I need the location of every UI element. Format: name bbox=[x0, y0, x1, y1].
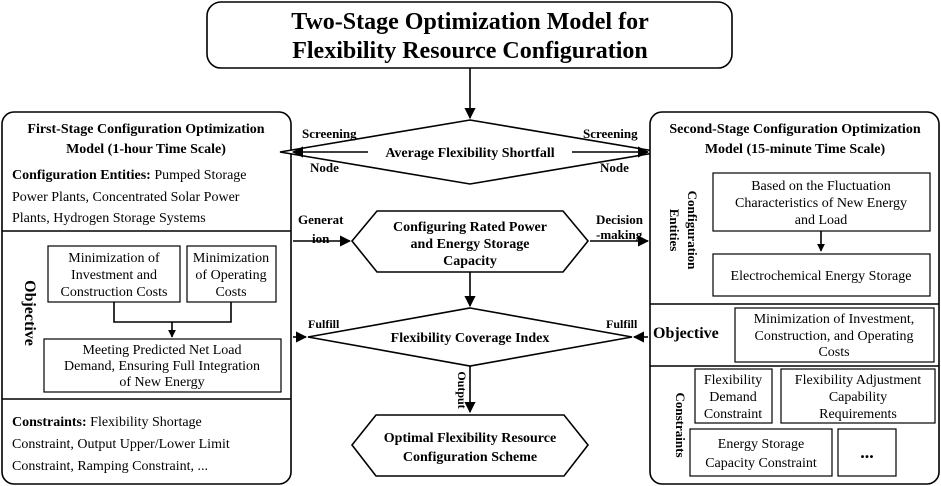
right-obj-box bbox=[734, 307, 935, 363]
left-objective-label: Objective bbox=[21, 280, 38, 346]
right-obj-1: Minimization of Investment, bbox=[754, 312, 915, 327]
left-obj-box-a bbox=[47, 245, 181, 303]
screening-right-label: Screening bbox=[583, 126, 638, 141]
scheme-text-2: Configuration Scheme bbox=[403, 450, 537, 465]
screening-left-label: Screening bbox=[302, 126, 357, 141]
left-constraints-line-1: Constraints: Flexibility Shortage bbox=[12, 415, 202, 430]
right-c4-box bbox=[837, 428, 897, 477]
left-heading-2: Model (1-hour Time Scale) bbox=[66, 142, 226, 157]
left-constraints-line-3: Constraint, Ramping Constraint, ... bbox=[12, 459, 208, 474]
left-obj-c-2: Demand, Ensuring Full Integration bbox=[64, 359, 260, 374]
right-fluct-2: Characteristics of New Energy bbox=[735, 196, 907, 211]
left-obj-box-c bbox=[43, 338, 282, 393]
right-c3-2: Capacity Constraint bbox=[705, 456, 817, 471]
right-c2-box bbox=[780, 368, 936, 424]
coverage-text: Flexibility Coverage Index bbox=[391, 331, 550, 346]
generation-label-2: ion bbox=[312, 231, 330, 246]
right-c2-1: Flexibility Adjustment bbox=[795, 373, 922, 388]
right-c1-1: Flexibility bbox=[704, 373, 762, 388]
right-heading-1: Second-Stage Configuration Optimization bbox=[669, 122, 920, 137]
right-fluct-3: and Load bbox=[795, 213, 847, 228]
output-label: Output bbox=[455, 371, 469, 408]
left-obj-a-2: Investment and bbox=[71, 268, 157, 283]
left-heading-1: First-Stage Configuration Optimization bbox=[27, 122, 264, 137]
configure-text-2: and Energy Storage bbox=[411, 237, 530, 252]
right-entities-vertical-1: Configuration bbox=[685, 191, 700, 271]
left-entities-line-3: Plants, Hydrogen Storage Systems bbox=[12, 211, 206, 226]
right-entities-vertical-2: Entities bbox=[667, 209, 682, 252]
fulfill-right-label: Fulfill bbox=[606, 317, 638, 331]
right-c1-2: Demand bbox=[709, 390, 756, 405]
title-line-1: Two-Stage Optimization Model for bbox=[291, 9, 649, 35]
left-obj-c-1: Meeting Predicted Net Load bbox=[82, 343, 241, 358]
right-constraints-vertical: Constraints bbox=[673, 392, 688, 457]
fulfill-left-label: Fulfill bbox=[308, 317, 340, 331]
configure-hexagon bbox=[350, 210, 590, 273]
left-obj-b-1: Minimization bbox=[193, 251, 269, 266]
right-c2-3: Requirements bbox=[819, 407, 897, 422]
left-entities-line-2: Power Plants, Concentrated Solar Power bbox=[12, 190, 240, 205]
right-c2-2: Capability bbox=[829, 390, 887, 405]
right-c4-ellipsis: ... bbox=[860, 442, 874, 462]
node-right-label: Node bbox=[600, 160, 629, 175]
right-objective-label: Objective bbox=[653, 325, 719, 342]
shortfall-text: Average Flexibility Shortfall bbox=[385, 146, 554, 161]
shortfall-diamond bbox=[279, 119, 661, 185]
right-obj-2: Construction, and Operating bbox=[754, 329, 913, 344]
decision-label-1: Decision bbox=[596, 212, 644, 227]
right-obj-3: Costs bbox=[818, 345, 849, 360]
right-c1-3: Constraint bbox=[704, 407, 762, 422]
right-fluct-1: Based on the Fluctuation bbox=[751, 179, 891, 194]
right-c3-1: Energy Storage bbox=[718, 437, 804, 452]
right-electro-text: Electrochemical Energy Storage bbox=[731, 269, 912, 284]
node-left-label: Node bbox=[310, 160, 339, 175]
scheme-hexagon bbox=[350, 414, 590, 477]
configure-text-1: Configuring Rated Power bbox=[393, 220, 547, 235]
title-line-2: Flexibility Resource Configuration bbox=[292, 38, 648, 64]
decision-label-2: -making bbox=[596, 227, 643, 242]
left-obj-b-3: Costs bbox=[215, 285, 246, 300]
configure-text-3: Capacity bbox=[443, 254, 497, 269]
right-panel bbox=[649, 111, 940, 485]
right-c1-box bbox=[694, 368, 773, 424]
generation-label-1: Generat bbox=[298, 212, 344, 227]
left-obj-a-1: Minimization of bbox=[68, 251, 160, 266]
left-constraints-line-2: Constraint, Output Upper/Lower Limit bbox=[12, 437, 230, 452]
left-obj-c-3: of New Energy bbox=[119, 375, 204, 390]
right-heading-2: Model (15-minute Time Scale) bbox=[705, 142, 886, 157]
scheme-text-1: Optimal Flexibility Resource bbox=[384, 431, 556, 446]
left-obj-b-2: of Operating bbox=[195, 268, 266, 283]
left-obj-a-3: Construction Costs bbox=[61, 285, 168, 300]
right-c3-box bbox=[689, 428, 833, 477]
right-electro-box bbox=[712, 253, 931, 297]
left-entities-line-1: Configuration Entities: Pumped Storage bbox=[12, 168, 247, 183]
